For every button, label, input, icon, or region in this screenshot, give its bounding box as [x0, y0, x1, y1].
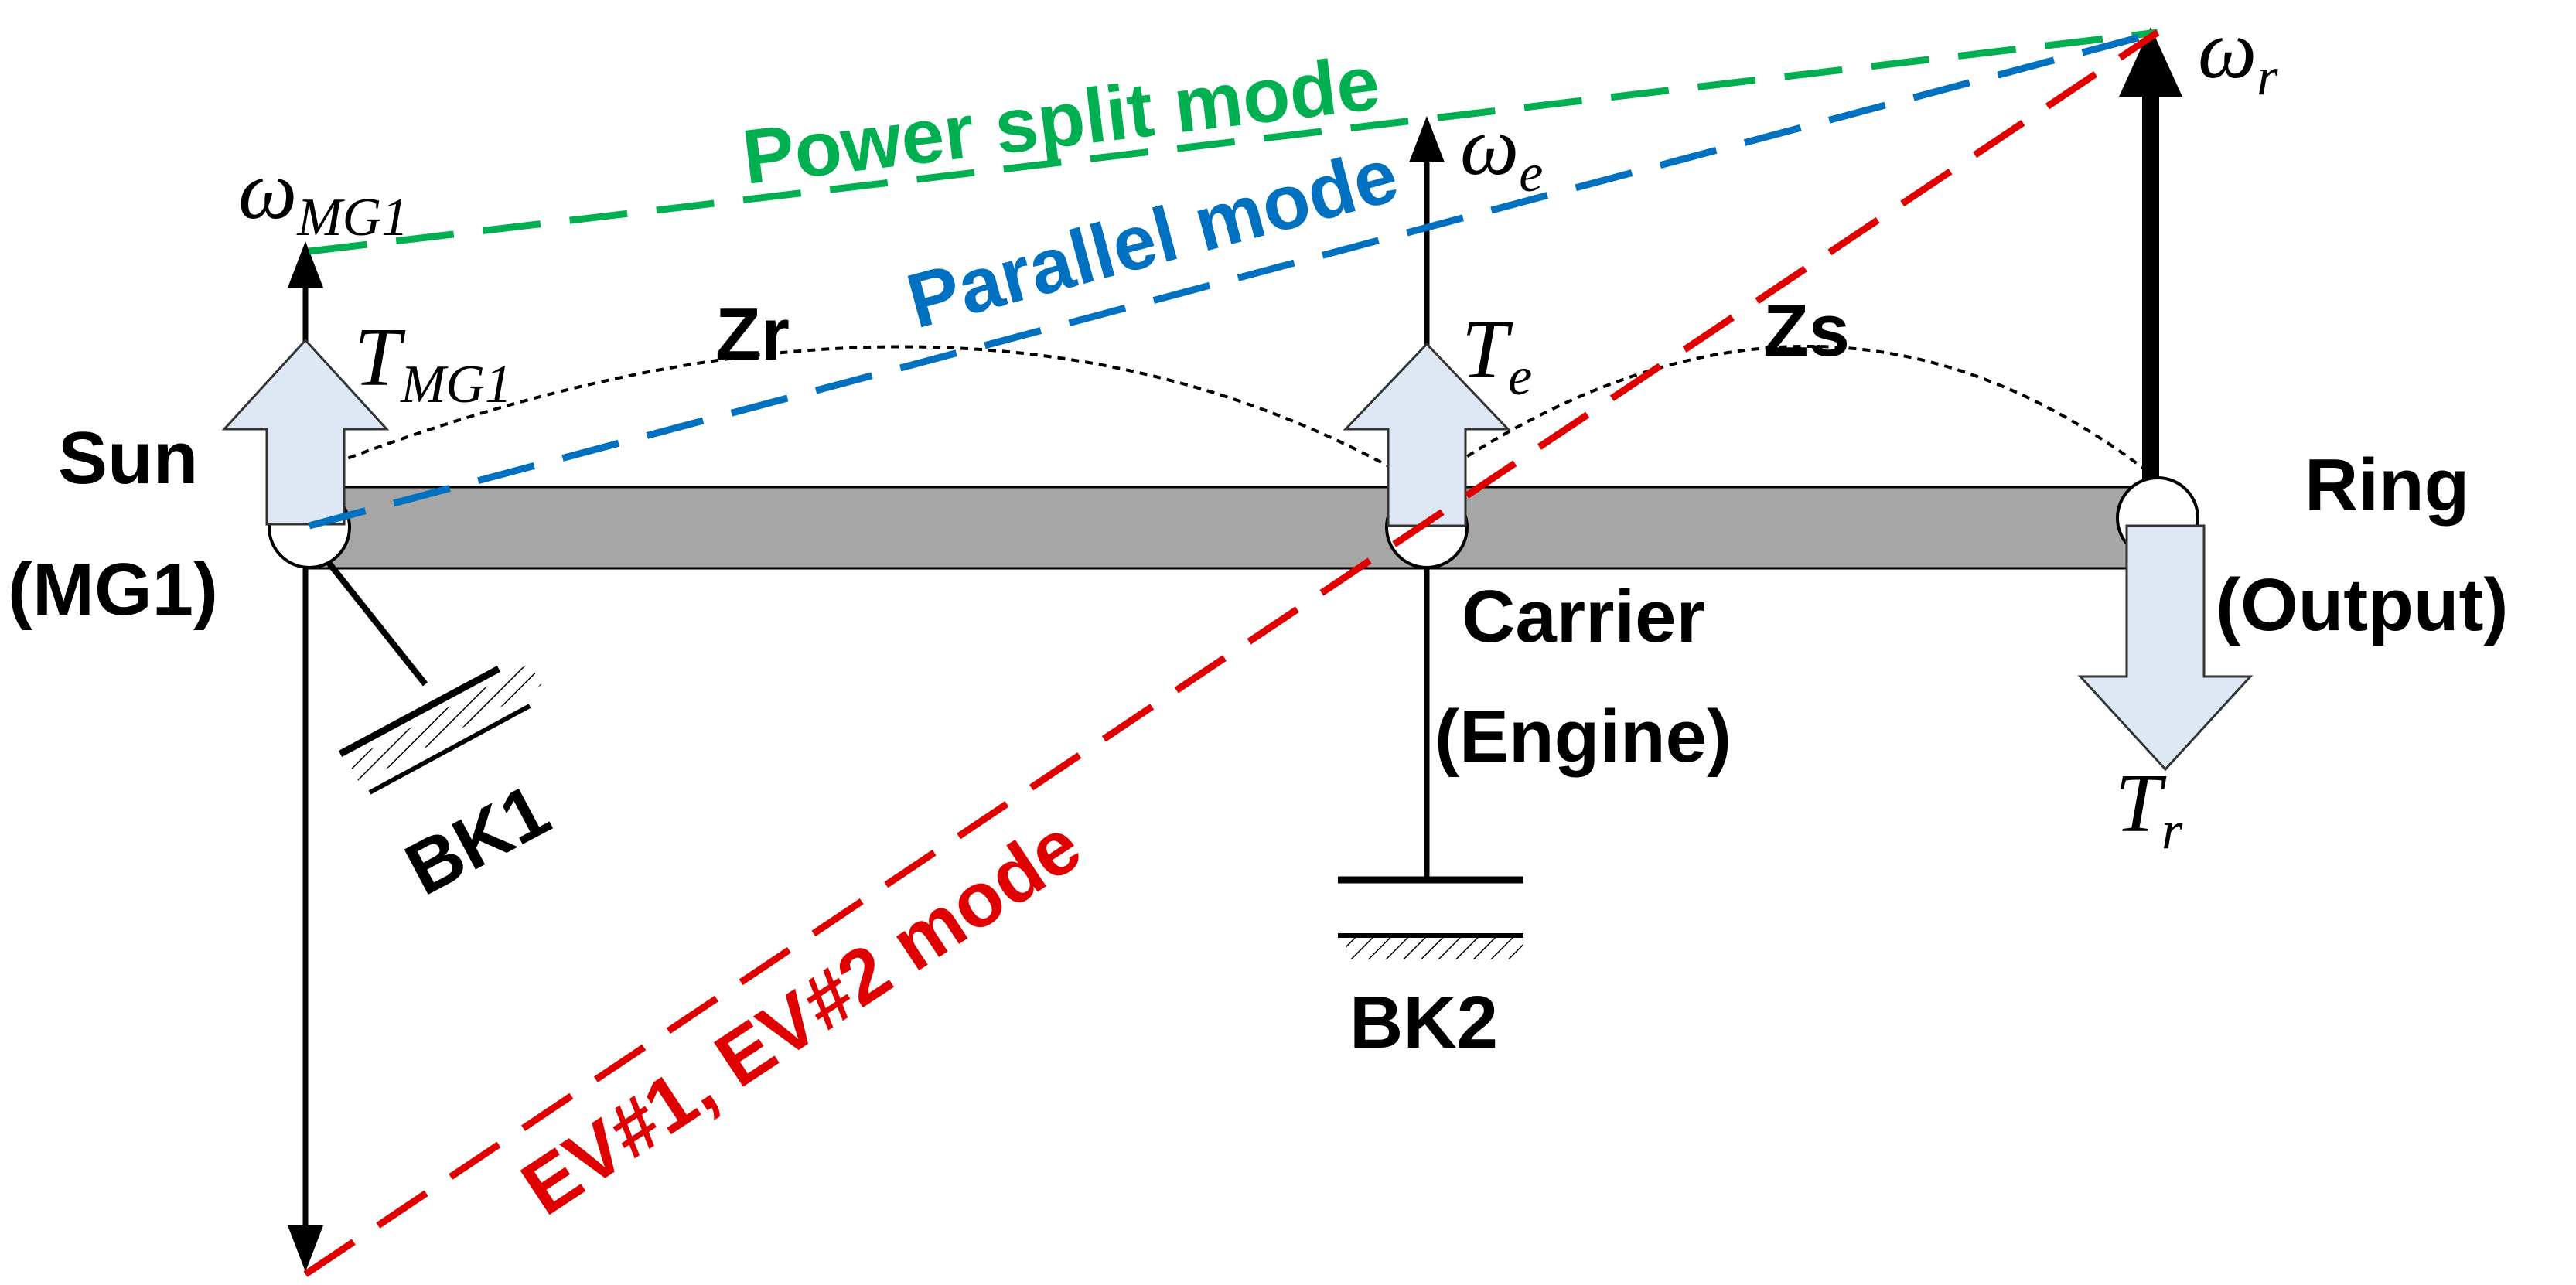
- carrier-sublabel: (Engine): [1435, 695, 1732, 778]
- zs-arc: [1454, 344, 2151, 475]
- power-split-mode-line: [309, 29, 2158, 255]
- ev-mode-label: EV#1, EV#2 mode: [507, 802, 1096, 1232]
- ring-speed-symbol: ωr: [2198, 4, 2278, 107]
- zs-label: Zs: [1763, 289, 1850, 372]
- ring-speed-axis: [2119, 27, 2182, 479]
- carrier-label: Carrier: [1462, 575, 1705, 658]
- zr-label: Zr: [715, 293, 790, 376]
- mg1-speed-symbol: ωMG1: [238, 145, 408, 247]
- mg1-torque-symbol: TMG1: [354, 312, 512, 414]
- parallel-mode-line: [308, 29, 2159, 530]
- lever-bar: [308, 486, 2151, 570]
- sun-sublabel: (MG1): [8, 548, 218, 631]
- ring-sublabel: (Output): [2216, 564, 2508, 646]
- ring-torque-symbol: Tr: [2115, 758, 2183, 861]
- ev-mode-line: [303, 29, 2160, 1277]
- bk1-brake-symbol: [302, 531, 541, 795]
- engine-torque-symbol: Te: [1462, 304, 1532, 407]
- engine-speed-symbol: ωe: [1460, 101, 1543, 203]
- zr-arc: [309, 345, 1402, 475]
- bk2-brake-symbol: [1338, 876, 1523, 959]
- sun-label: Sun: [58, 417, 198, 499]
- bk2-label: BK2: [1349, 981, 1498, 1064]
- ring-torque-arrow: [2077, 524, 2254, 772]
- ring-label: Ring: [2305, 444, 2469, 527]
- bk1-label: BK1: [393, 769, 563, 912]
- mg1-torque-arrow: [221, 338, 390, 526]
